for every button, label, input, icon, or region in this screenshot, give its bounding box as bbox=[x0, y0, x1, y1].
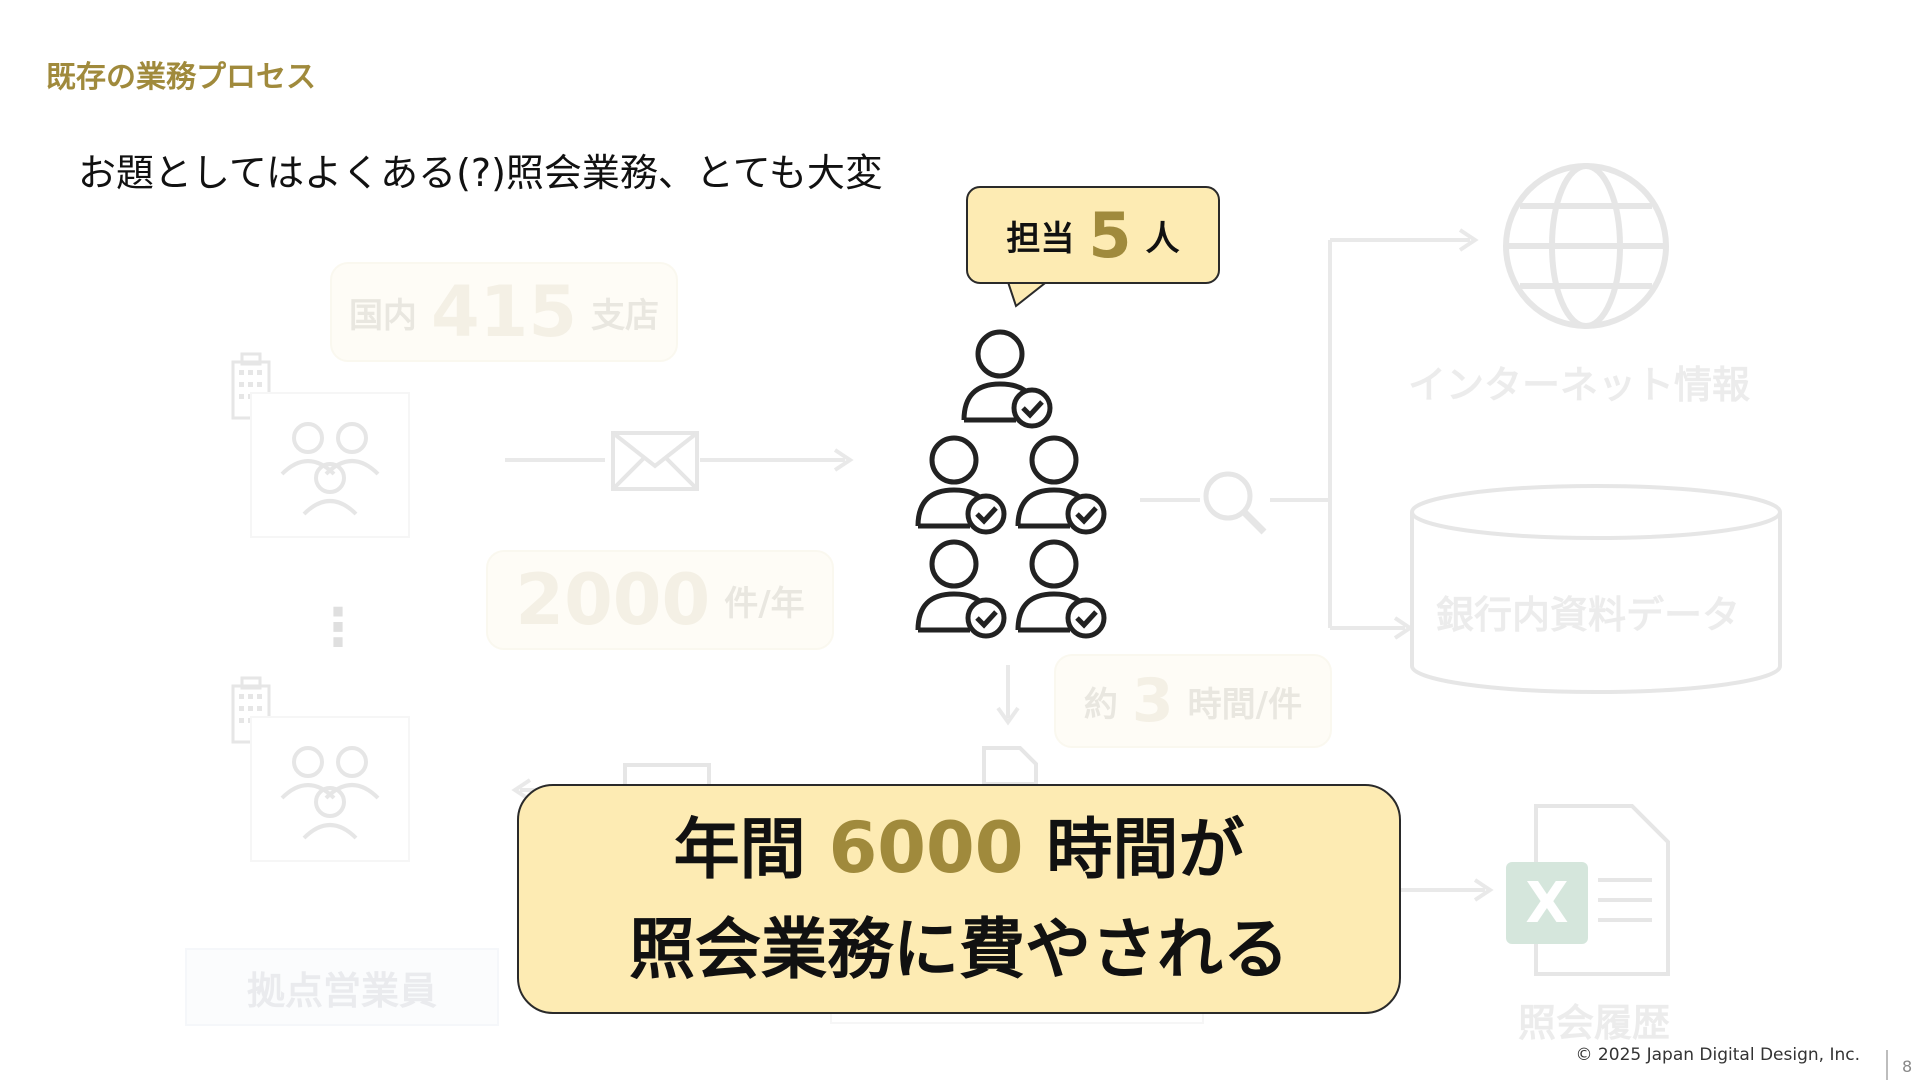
database-icon bbox=[1408, 482, 1784, 700]
footer-copyright: © 2025 Japan Digital Design, Inc. bbox=[1575, 1045, 1860, 1065]
staff-number: 5 bbox=[1088, 198, 1132, 272]
branch-building-icon-1 bbox=[230, 352, 272, 424]
bank-data-label: 銀行内資料データ bbox=[1436, 593, 1741, 637]
branch-office-box-1 bbox=[250, 392, 410, 538]
branches-number: 415 bbox=[430, 271, 578, 353]
internet-info-label: インターネット情報 bbox=[1408, 363, 1751, 407]
branch-ellipsis: ⋮ bbox=[312, 598, 364, 658]
page-number: 8 bbox=[1902, 1057, 1913, 1076]
group-people-icon bbox=[280, 746, 380, 840]
document-icon bbox=[980, 744, 1040, 788]
time-prefix: 約 bbox=[1083, 684, 1118, 725]
time-suffix: 時間/件 bbox=[1187, 684, 1303, 725]
callout-line-1: 年間 6000 時間が bbox=[674, 800, 1245, 898]
time-per-case-bubble: 約 3 時間/件 bbox=[1054, 654, 1332, 748]
excel-file-icon: X bbox=[1502, 802, 1672, 982]
footer-divider bbox=[1886, 1050, 1888, 1080]
branches-prefix: 国内 bbox=[348, 295, 417, 336]
slide-subtitle: お題としてはよくある(?)照会業務、とても大変 bbox=[78, 151, 883, 195]
staff-person-icon bbox=[1018, 542, 1104, 636]
globe-icon bbox=[1500, 160, 1672, 336]
requests-count-bubble: 2000 件/年 bbox=[486, 550, 834, 650]
history-label: 照会履歴 bbox=[1518, 1001, 1671, 1045]
branches-count-bubble: 国内 415 支店 bbox=[330, 262, 678, 362]
staff-person-icon bbox=[964, 332, 1050, 426]
staff-person-icon bbox=[918, 438, 1004, 532]
section-title: 既存の業務プロセス bbox=[46, 60, 316, 95]
staff-count-bubble: 担当 5 人 bbox=[966, 186, 1220, 284]
annual-hours-callout: 年間 6000 時間が 照会業務に費やされる bbox=[517, 784, 1401, 1014]
requests-suffix: 件/年 bbox=[724, 583, 805, 624]
requests-number: 2000 bbox=[515, 559, 711, 641]
time-number: 3 bbox=[1131, 666, 1174, 736]
search-icon bbox=[1200, 468, 1270, 542]
branch-office-box-2 bbox=[250, 716, 410, 862]
mail-icon bbox=[610, 430, 700, 496]
staff-person-icon bbox=[918, 542, 1004, 636]
callout-line1-suffix: 時間が bbox=[1046, 811, 1245, 888]
svg-text:X: X bbox=[1525, 871, 1568, 936]
callout-line1-prefix: 年間 bbox=[673, 811, 806, 888]
staff-person-icon bbox=[1018, 438, 1104, 532]
staff-suffix: 人 bbox=[1145, 218, 1180, 259]
staff-prefix: 担当 bbox=[1006, 218, 1075, 259]
callout-line-2: 照会業務に費やされる bbox=[629, 911, 1289, 988]
branches-suffix: 支店 bbox=[591, 295, 660, 336]
callout-hours-number: 6000 bbox=[828, 807, 1024, 889]
branch-building-icon-2 bbox=[230, 676, 272, 748]
sales-staff-label: 拠点営業員 bbox=[185, 948, 499, 1026]
staff-people-icons bbox=[900, 320, 1120, 640]
group-people-icon bbox=[280, 422, 380, 516]
